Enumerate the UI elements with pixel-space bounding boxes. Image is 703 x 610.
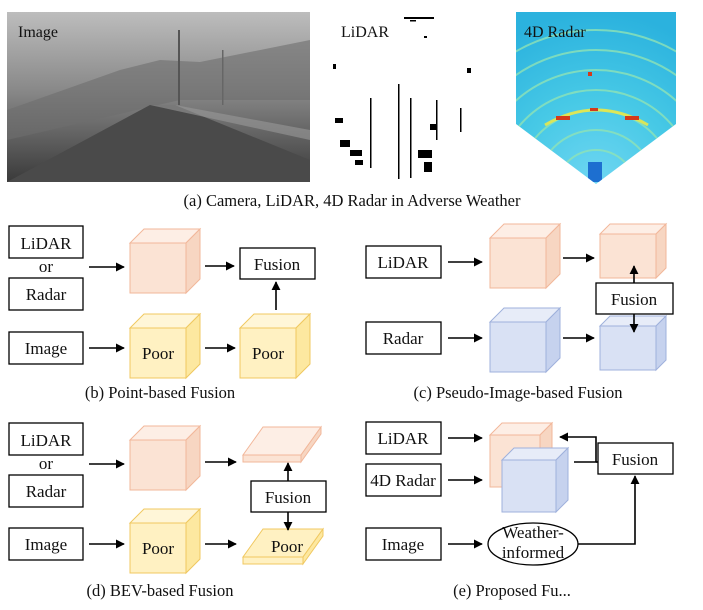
caption-d: (d) BEV-based Fusion [87,581,234,600]
weather-label-line2: informed [502,543,565,562]
input-label-lidar: LiDAR [378,429,430,448]
input-label-lidar: LiDAR [21,431,73,450]
fusion-label: Fusion [612,450,659,469]
feature-plane-orange [598,222,668,280]
input-label-radar: Radar [26,285,67,304]
input-box-lidar [365,421,442,455]
input-box-lidar [8,225,84,259]
panel-b: LiDAR or Radar Image Poor Poor [8,225,316,402]
fusion-box [250,480,327,513]
feature-cube-blue [488,306,562,374]
poor-label: Poor [142,344,174,363]
camera-image: Image [7,12,310,182]
feature-plane-blue [598,314,668,372]
input-box-radar [365,321,442,355]
bev-plane-orange [242,425,322,464]
input-box-image [8,527,84,561]
fusion-label: Fusion [611,290,658,309]
feature-cube-yellow: Poor [128,312,202,380]
weather-label-line1: Weather- [502,523,564,542]
feature-cube-blue [500,446,570,514]
feature-cube-yellow: Poor [128,507,202,575]
panel-c: LiDAR Radar Fusion ( [365,222,674,402]
caption-e: (e) Proposed Fu... [453,581,571,600]
arrow [559,432,597,463]
feature-cube-orange [128,424,202,492]
or-label: or [39,454,54,473]
input-label-image: Image [382,535,424,554]
input-label-radar: Radar [383,329,424,348]
lidar-image: LiDAR [332,12,482,182]
arrow [578,475,640,545]
input-label-radar: Radar [26,482,67,501]
feature-cube-yellow: Poor [238,312,312,380]
input-label-lidar: LiDAR [378,253,430,272]
fusion-label: Fusion [265,488,312,507]
panel-d: LiDAR or Radar Image Poor [8,422,327,600]
fusion-box [597,442,674,475]
input-box-radar [8,474,84,508]
input-label-lidar: LiDAR [21,234,73,253]
fusion-box [595,282,674,315]
input-box-lidar [365,245,442,279]
poor-label: Poor [142,539,174,558]
input-box-image [8,331,84,365]
caption-b: (b) Point-based Fusion [85,383,235,402]
feature-cube-orange [488,222,562,290]
input-label-image: Image [25,535,67,554]
input-label-image: Image [25,339,67,358]
input-box-4d-radar [365,463,442,497]
caption-c: (c) Pseudo-Image-based Fusion [414,383,623,402]
caption-a: (a) Camera, LiDAR, 4D Radar in Adverse W… [184,191,521,210]
input-label-4d-radar: 4D Radar [370,471,436,490]
fusion-box [239,247,316,280]
poor-label: Poor [271,537,303,556]
lidar-image-label: LiDAR [341,24,389,41]
feature-cube-orange [128,227,202,295]
input-box-radar [8,277,84,311]
poor-label: Poor [252,344,284,363]
input-box-lidar [8,422,84,456]
bev-plane-yellow: Poor [242,527,324,566]
fusion-label: Fusion [254,255,301,274]
camera-image-label: Image [18,24,58,41]
panel-e: LiDAR 4D Radar Image Weather- informed F… [365,421,674,600]
or-label: or [39,257,54,276]
radar-image-label: 4D Radar [524,24,586,41]
input-box-image [365,527,442,561]
panel-a: Image [7,12,676,210]
